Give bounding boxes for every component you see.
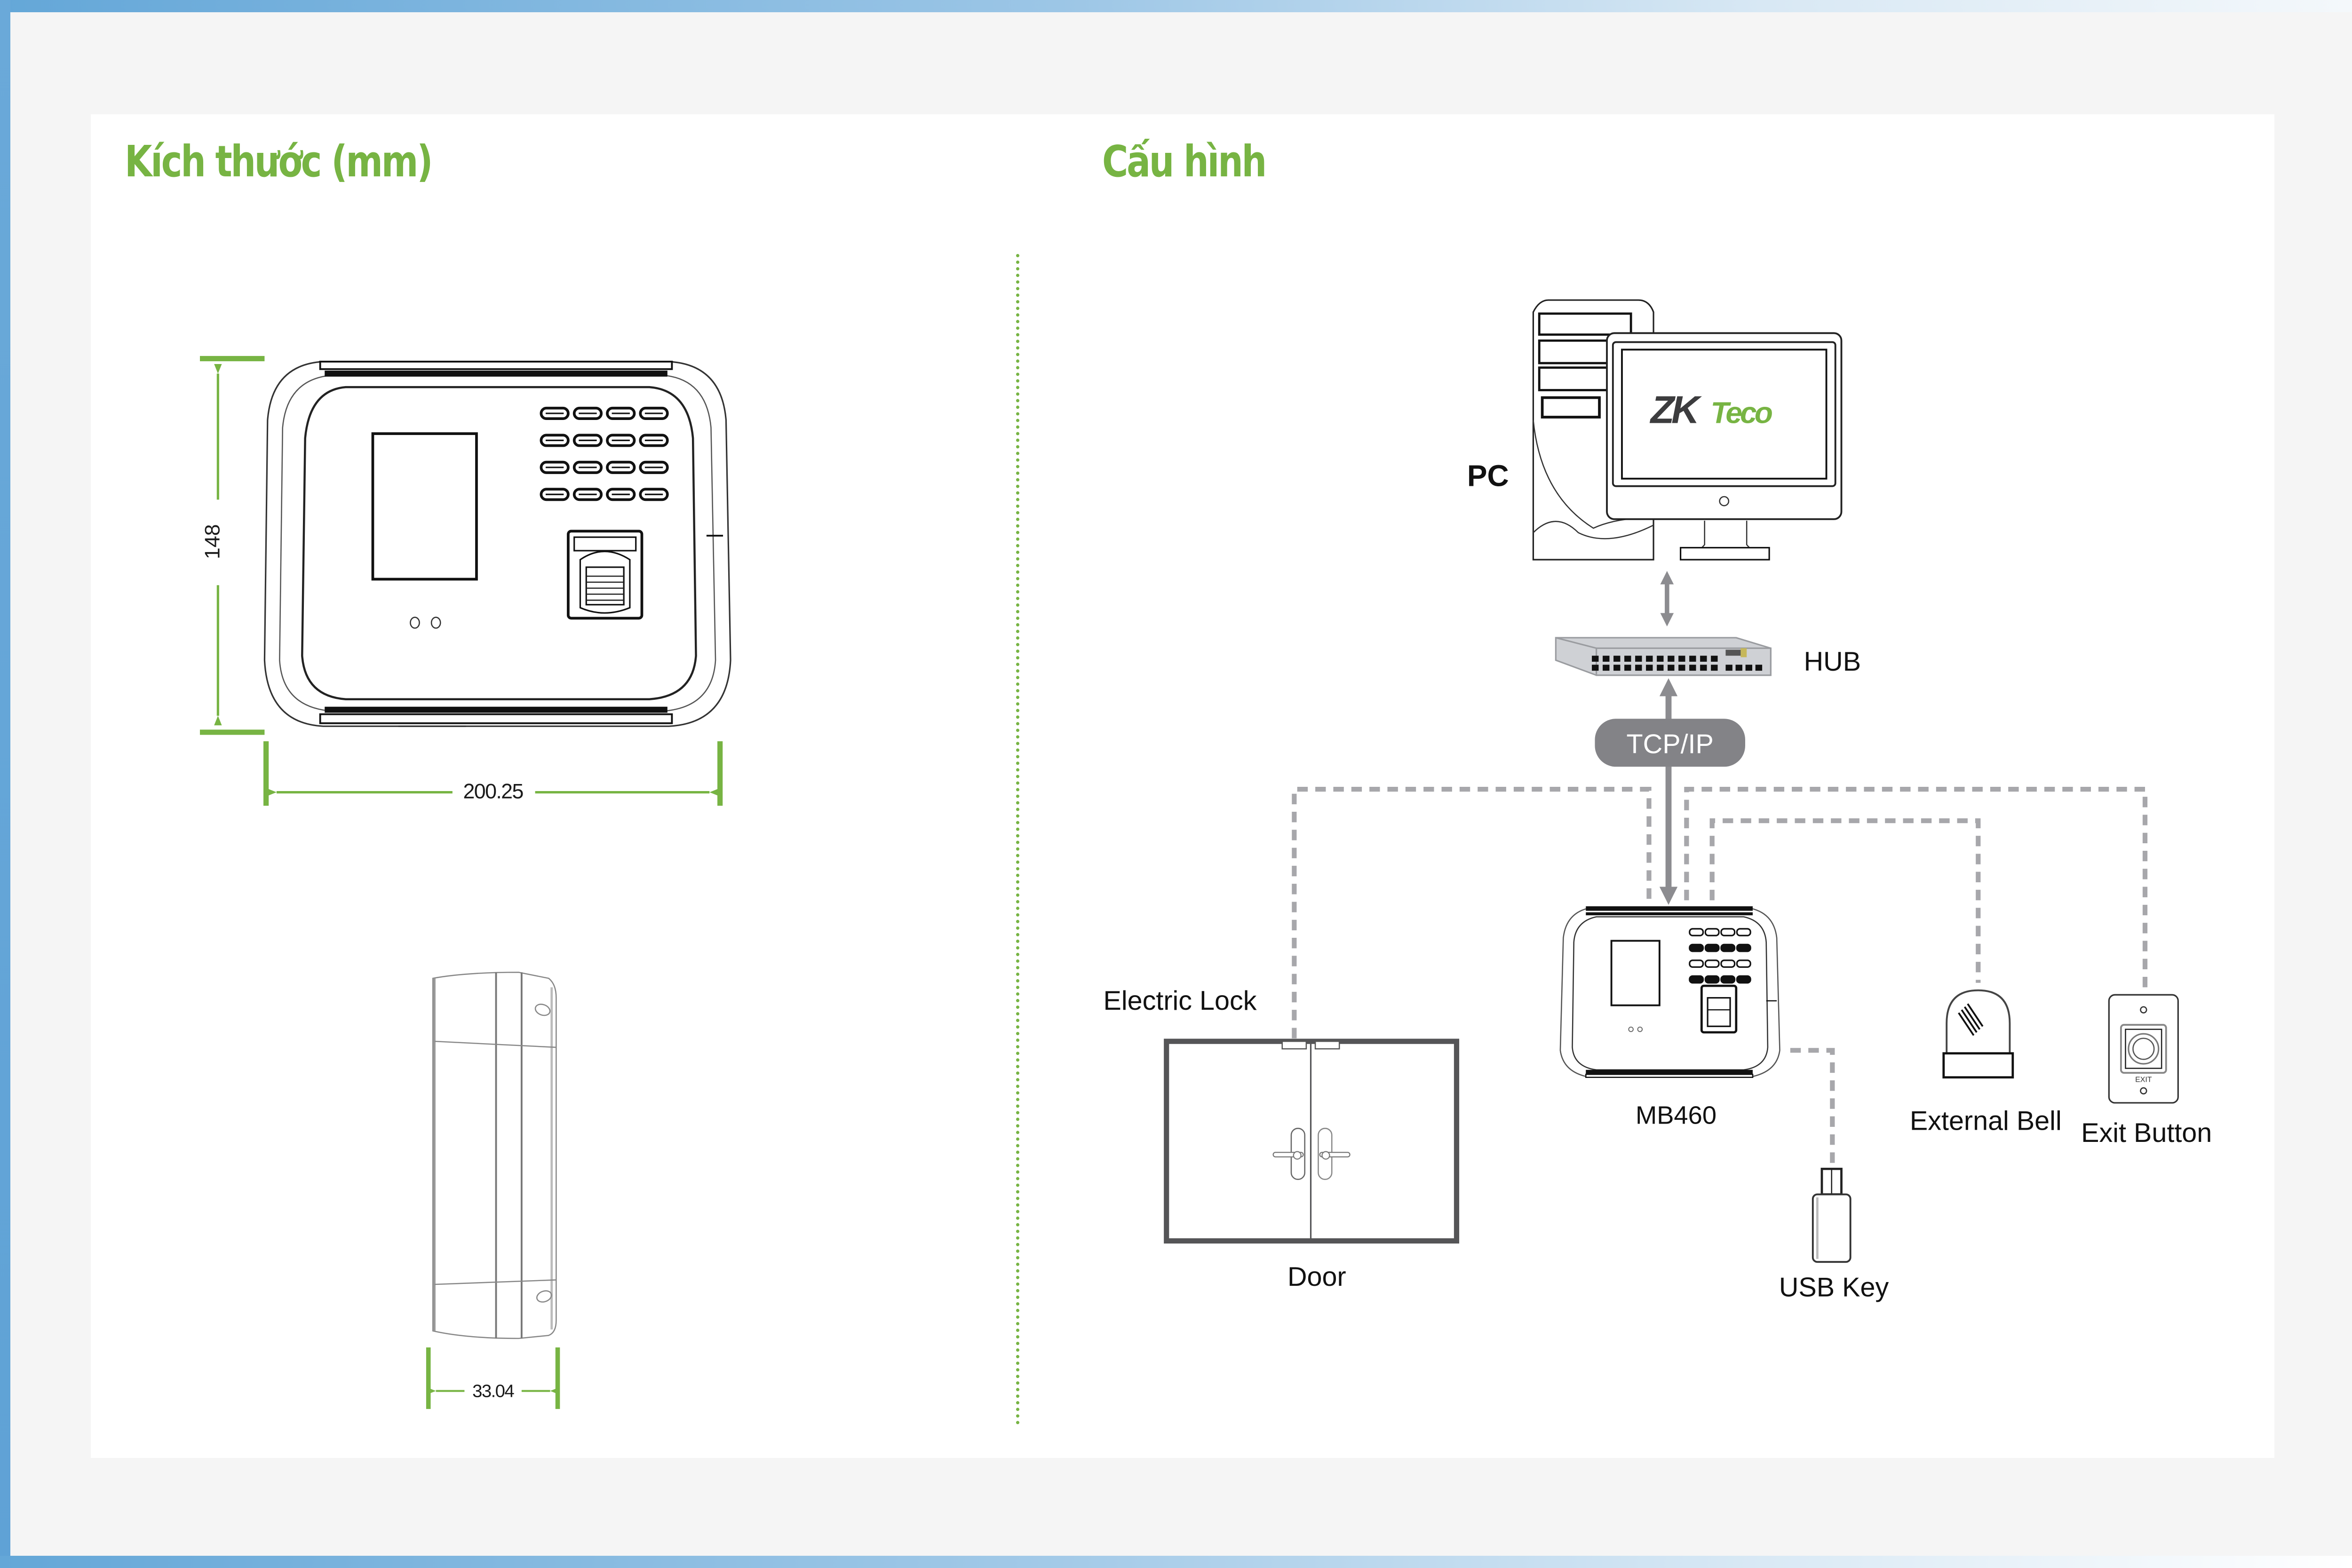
- hub-port: [1657, 656, 1664, 662]
- hub-port: [1603, 656, 1610, 662]
- usb-wire: [1790, 1048, 1835, 1171]
- tcpip-label: TCP/IP: [1627, 729, 1714, 760]
- keypad-key: [1720, 943, 1736, 952]
- network-hub: [1555, 637, 1772, 676]
- keypad-key: [1689, 928, 1704, 936]
- monitor-power-icon: [1719, 496, 1730, 507]
- hub-port: [1725, 665, 1732, 671]
- hub-port: [1592, 656, 1599, 662]
- height-dimension: 148: [200, 356, 265, 735]
- tcpip-badge: TCP/IP: [1595, 719, 1746, 767]
- width-dimension: 200.25: [263, 741, 723, 806]
- hub-port: [1603, 665, 1610, 671]
- device-front-view: [263, 360, 731, 727]
- mount-hole-bottom: [536, 1290, 552, 1303]
- hub-port: [1646, 665, 1653, 671]
- keypad-key: [1720, 975, 1736, 984]
- hub-port: [1689, 665, 1696, 671]
- left-frame-band: [0, 0, 10, 1568]
- bottom-frame-band: [0, 1556, 2352, 1568]
- device-screen: [371, 432, 478, 581]
- hub-port: [1700, 656, 1707, 662]
- keypad-key: [1689, 943, 1704, 952]
- external-bell-icon: [1942, 989, 2014, 1079]
- hub-port: [1678, 656, 1685, 662]
- wiring-connections: [1292, 787, 2148, 1171]
- keypad-key: [1689, 975, 1704, 984]
- usb-key-label: USB Key: [1779, 1273, 1889, 1303]
- electric-lock-label: Electric Lock: [1104, 986, 1257, 1016]
- external-bell-label: External Bell: [1910, 1106, 2062, 1136]
- keypad-key: [1704, 943, 1720, 952]
- width-value: 200.25: [463, 780, 523, 803]
- pc-label: PC: [1467, 459, 1509, 493]
- mount-hole-top: [534, 1004, 551, 1016]
- lock-wire: [1292, 787, 1652, 1038]
- device-keypad: [540, 406, 669, 501]
- dimensions-heading: Kích thước (mm): [125, 136, 433, 187]
- electric-lock: [1281, 1040, 1307, 1050]
- hub-port: [1735, 665, 1742, 671]
- keypad-key: [1720, 959, 1736, 968]
- keypad-key: [1736, 943, 1751, 952]
- door-label: Door: [1287, 1262, 1346, 1292]
- hub-port: [1624, 656, 1631, 662]
- mb460-device: [1559, 906, 1780, 1078]
- keypad-key: [1736, 959, 1751, 968]
- mb460-label: MB460: [1636, 1101, 1716, 1130]
- depth-dimension: 33.04: [426, 1347, 560, 1409]
- keypad-key: [1704, 959, 1720, 968]
- hub-port: [1711, 656, 1718, 662]
- mb460-keypad: [1689, 928, 1751, 984]
- device-side-view: [432, 972, 557, 1339]
- hub-port: [1635, 656, 1642, 662]
- height-value: 148: [201, 524, 224, 559]
- keypad-key: [1704, 928, 1720, 936]
- hub-port: [1635, 665, 1642, 671]
- hub-port: [1624, 665, 1631, 671]
- keypad-key: [1720, 928, 1736, 936]
- keypad-key: [1704, 975, 1720, 984]
- exit-button-icon: EXIT: [2108, 994, 2179, 1104]
- keypad-key: [1736, 975, 1751, 984]
- hub-port: [1689, 656, 1696, 662]
- exit-button-wire: [1684, 787, 2148, 990]
- bell-wire: [1709, 818, 1981, 983]
- hub-port: [1657, 665, 1664, 671]
- fingerprint-sensor: [567, 530, 644, 620]
- hub-port: [1613, 656, 1621, 662]
- exit-plate-text: EXIT: [2135, 1076, 2152, 1084]
- hub-port: [1700, 665, 1707, 671]
- hub-ports: [1592, 656, 1763, 671]
- door: [1164, 1038, 1460, 1244]
- usb-key-icon: [1812, 1167, 1851, 1263]
- hub-port: [1755, 665, 1763, 671]
- hub-label: HUB: [1804, 647, 1861, 677]
- hub-port: [1613, 665, 1621, 671]
- zkteco-logo-secondary: Teco: [1711, 396, 1772, 430]
- hub-port: [1668, 665, 1675, 671]
- hub-port: [1592, 665, 1599, 671]
- exit-button-label: Exit Button: [2081, 1118, 2212, 1148]
- section-divider: [1016, 254, 1019, 1425]
- hub-port: [1711, 665, 1718, 671]
- device-sensor-left: [410, 617, 420, 629]
- keypad-key: [1689, 959, 1704, 968]
- monitor-screen: [1621, 348, 1828, 480]
- hub-port: [1678, 665, 1685, 671]
- zkteco-logo-primary: ZK: [1650, 388, 1702, 432]
- depth-value: 33.04: [472, 1381, 514, 1401]
- keypad-key: [1736, 928, 1751, 936]
- pc-monitor: ZK Teco: [1606, 332, 1843, 561]
- hub-port: [1668, 656, 1675, 662]
- device-sensor-right: [430, 617, 441, 629]
- top-frame-band: [0, 0, 2352, 12]
- hub-port: [1646, 656, 1653, 662]
- hub-port: [1745, 665, 1753, 671]
- configuration-heading: Cấu hình: [1102, 136, 1267, 187]
